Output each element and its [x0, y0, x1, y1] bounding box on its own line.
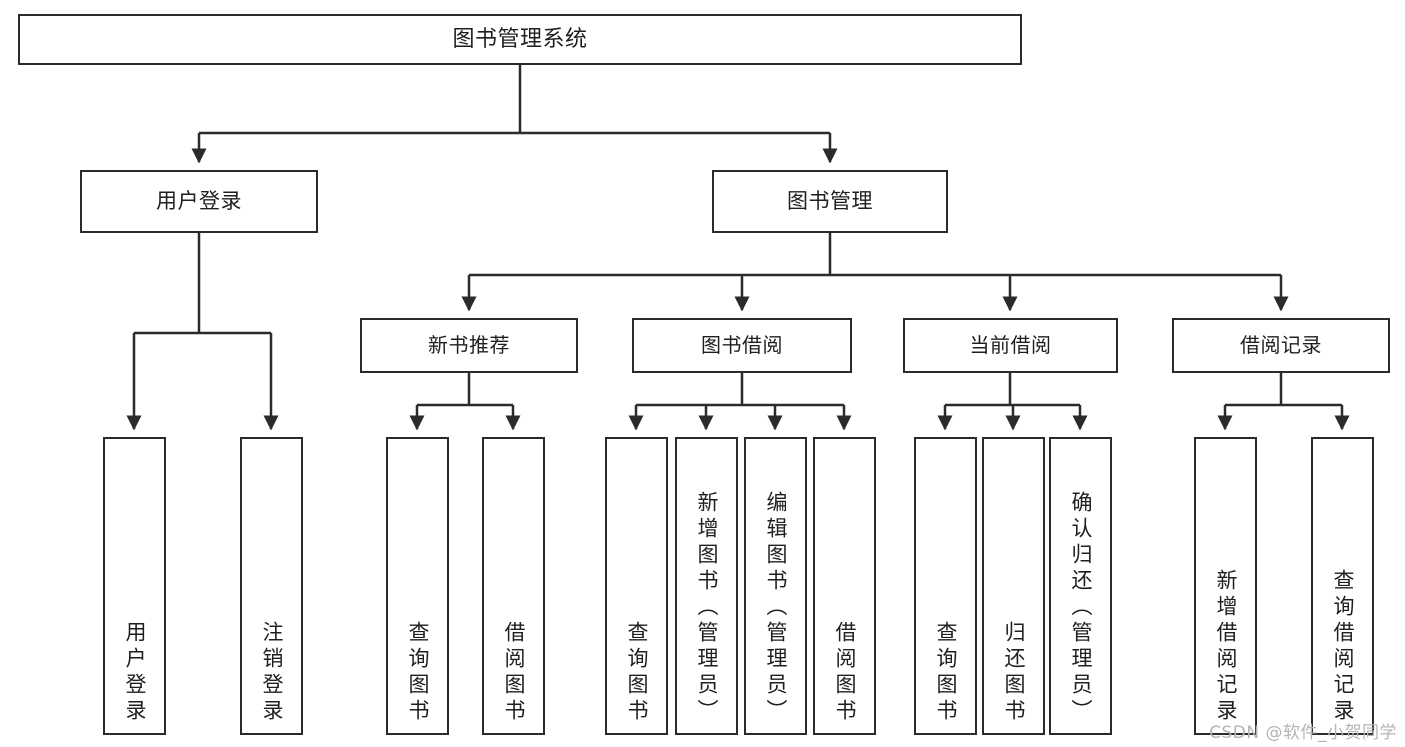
node-label: 图书管理 — [787, 189, 873, 214]
node-root-system[interactable]: 图书管理系统 — [18, 14, 1022, 65]
node-label: 归还图书 — [1002, 621, 1026, 725]
leaf-new-book-query[interactable]: 查询图书 — [386, 437, 449, 735]
leaf-borrow-record-add[interactable]: 新增借阅记录 — [1194, 437, 1257, 735]
node-label: 查询图书 — [934, 621, 958, 725]
node-label: 新书推荐 — [428, 333, 510, 357]
leaf-book-borrow-edit[interactable]: 编辑图书（管理员） — [744, 437, 807, 735]
node-label: 新增图书（管理员） — [695, 491, 719, 725]
leaf-user-login-logout[interactable]: 注销登录 — [240, 437, 303, 735]
leaf-current-borrow-query[interactable]: 查询图书 — [914, 437, 977, 735]
node-label: 查询图书 — [625, 621, 649, 725]
node-book-management[interactable]: 图书管理 — [712, 170, 948, 233]
node-book-borrow[interactable]: 图书借阅 — [632, 318, 852, 373]
leaf-new-book-borrow[interactable]: 借阅图书 — [482, 437, 545, 735]
leaf-book-borrow-query[interactable]: 查询图书 — [605, 437, 668, 735]
node-new-book-recommend[interactable]: 新书推荐 — [360, 318, 578, 373]
node-borrow-record[interactable]: 借阅记录 — [1172, 318, 1390, 373]
leaf-book-borrow-add[interactable]: 新增图书（管理员） — [675, 437, 738, 735]
leaf-borrow-record-query[interactable]: 查询借阅记录 — [1311, 437, 1374, 735]
node-label: 借阅图书 — [833, 621, 857, 725]
node-label: 用户登录 — [123, 621, 147, 725]
leaf-user-login-login[interactable]: 用户登录 — [103, 437, 166, 735]
node-label: 用户登录 — [156, 189, 242, 214]
leaf-book-borrow-borrow[interactable]: 借阅图书 — [813, 437, 876, 735]
node-label: 当前借阅 — [969, 333, 1052, 357]
leaf-current-borrow-confirm-return[interactable]: 确认归还（管理员） — [1049, 437, 1112, 735]
node-label: 图书借阅 — [701, 333, 783, 357]
node-label: 新增借阅记录 — [1214, 569, 1238, 725]
node-label: 确认归还（管理员） — [1069, 491, 1093, 725]
node-label: 借阅记录 — [1240, 333, 1322, 357]
node-current-borrow[interactable]: 当前借阅 — [903, 318, 1118, 373]
node-label: 查询图书 — [406, 621, 430, 725]
watermark-text: CSDN @软件_小贺同学 — [1209, 723, 1397, 743]
node-user-login[interactable]: 用户登录 — [80, 170, 318, 233]
node-label: 借阅图书 — [502, 621, 526, 725]
node-label: 注销登录 — [260, 621, 284, 725]
leaf-current-borrow-return[interactable]: 归还图书 — [982, 437, 1045, 735]
node-label: 图书管理系统 — [452, 26, 588, 52]
node-label: 编辑图书（管理员） — [764, 491, 788, 725]
node-label: 查询借阅记录 — [1331, 569, 1355, 725]
